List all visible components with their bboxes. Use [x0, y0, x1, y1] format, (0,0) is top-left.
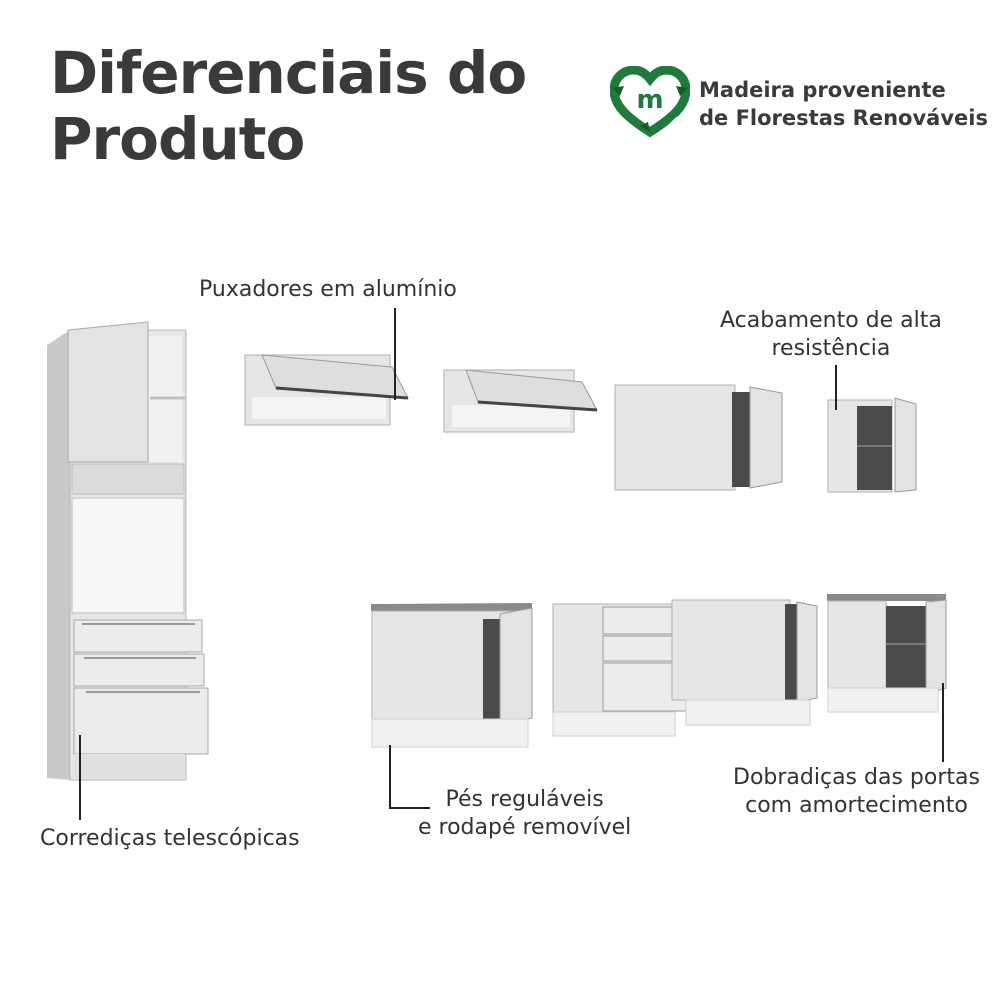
callout-finish-line-1: Acabamento de alta — [720, 308, 942, 333]
page-title: Diferenciais do Produto — [50, 39, 527, 173]
wall-cabinet-flip-2 — [443, 369, 598, 433]
callout-handles: Puxadores em alumínio — [199, 276, 457, 304]
callout-hinges: Dobradiças das portas com amortecimento — [733, 764, 980, 820]
wall-cabinet-single — [827, 397, 917, 493]
badge-text: Madeira proveniente de Florestas Renováv… — [699, 76, 988, 132]
callout-feet: Pés reguláveis e rodapé removível — [418, 786, 631, 842]
page-title-line-2: Produto — [50, 105, 305, 173]
recycle-heart-icon: m — [610, 66, 690, 138]
callout-finish: Acabamento de alta resistência — [720, 307, 942, 363]
wall-cabinet-double — [614, 384, 783, 491]
callout-lines — [79, 308, 944, 820]
callout-finish-line-2: resistência — [771, 336, 891, 361]
callout-hinges-line-1: Dobradiças das portas — [733, 765, 980, 790]
callout-hinges-line-2: com amortecimento — [745, 793, 968, 818]
feet-leader-line — [389, 745, 430, 809]
base-cabinet-sink — [671, 599, 818, 726]
base-cabinet-double-door — [371, 603, 533, 748]
base-cabinet-drawers — [552, 603, 688, 737]
wall-cabinet-flip-1 — [244, 354, 409, 426]
callout-feet-line-2: e rodapé removível — [418, 815, 632, 840]
callout-feet-line-1: Pés reguláveis — [445, 787, 604, 812]
base-cabinet-corner — [827, 594, 947, 713]
badge-icon-letter: m — [636, 85, 663, 115]
badge-line-1: Madeira proveniente — [699, 78, 946, 102]
callout-slides: Corrediças telescópicas — [40, 825, 300, 853]
badge-line-2: de Florestas Renováveis — [699, 106, 988, 130]
tall-oven-tower — [47, 321, 209, 781]
page-title-line-1: Diferenciais do — [50, 39, 527, 107]
renewable-wood-badge: m Madeira proveniente de Florestas Renov… — [610, 66, 990, 138]
callout-handles-text: Puxadores em alumínio — [199, 277, 457, 302]
callout-slides-text: Corrediças telescópicas — [40, 826, 300, 851]
